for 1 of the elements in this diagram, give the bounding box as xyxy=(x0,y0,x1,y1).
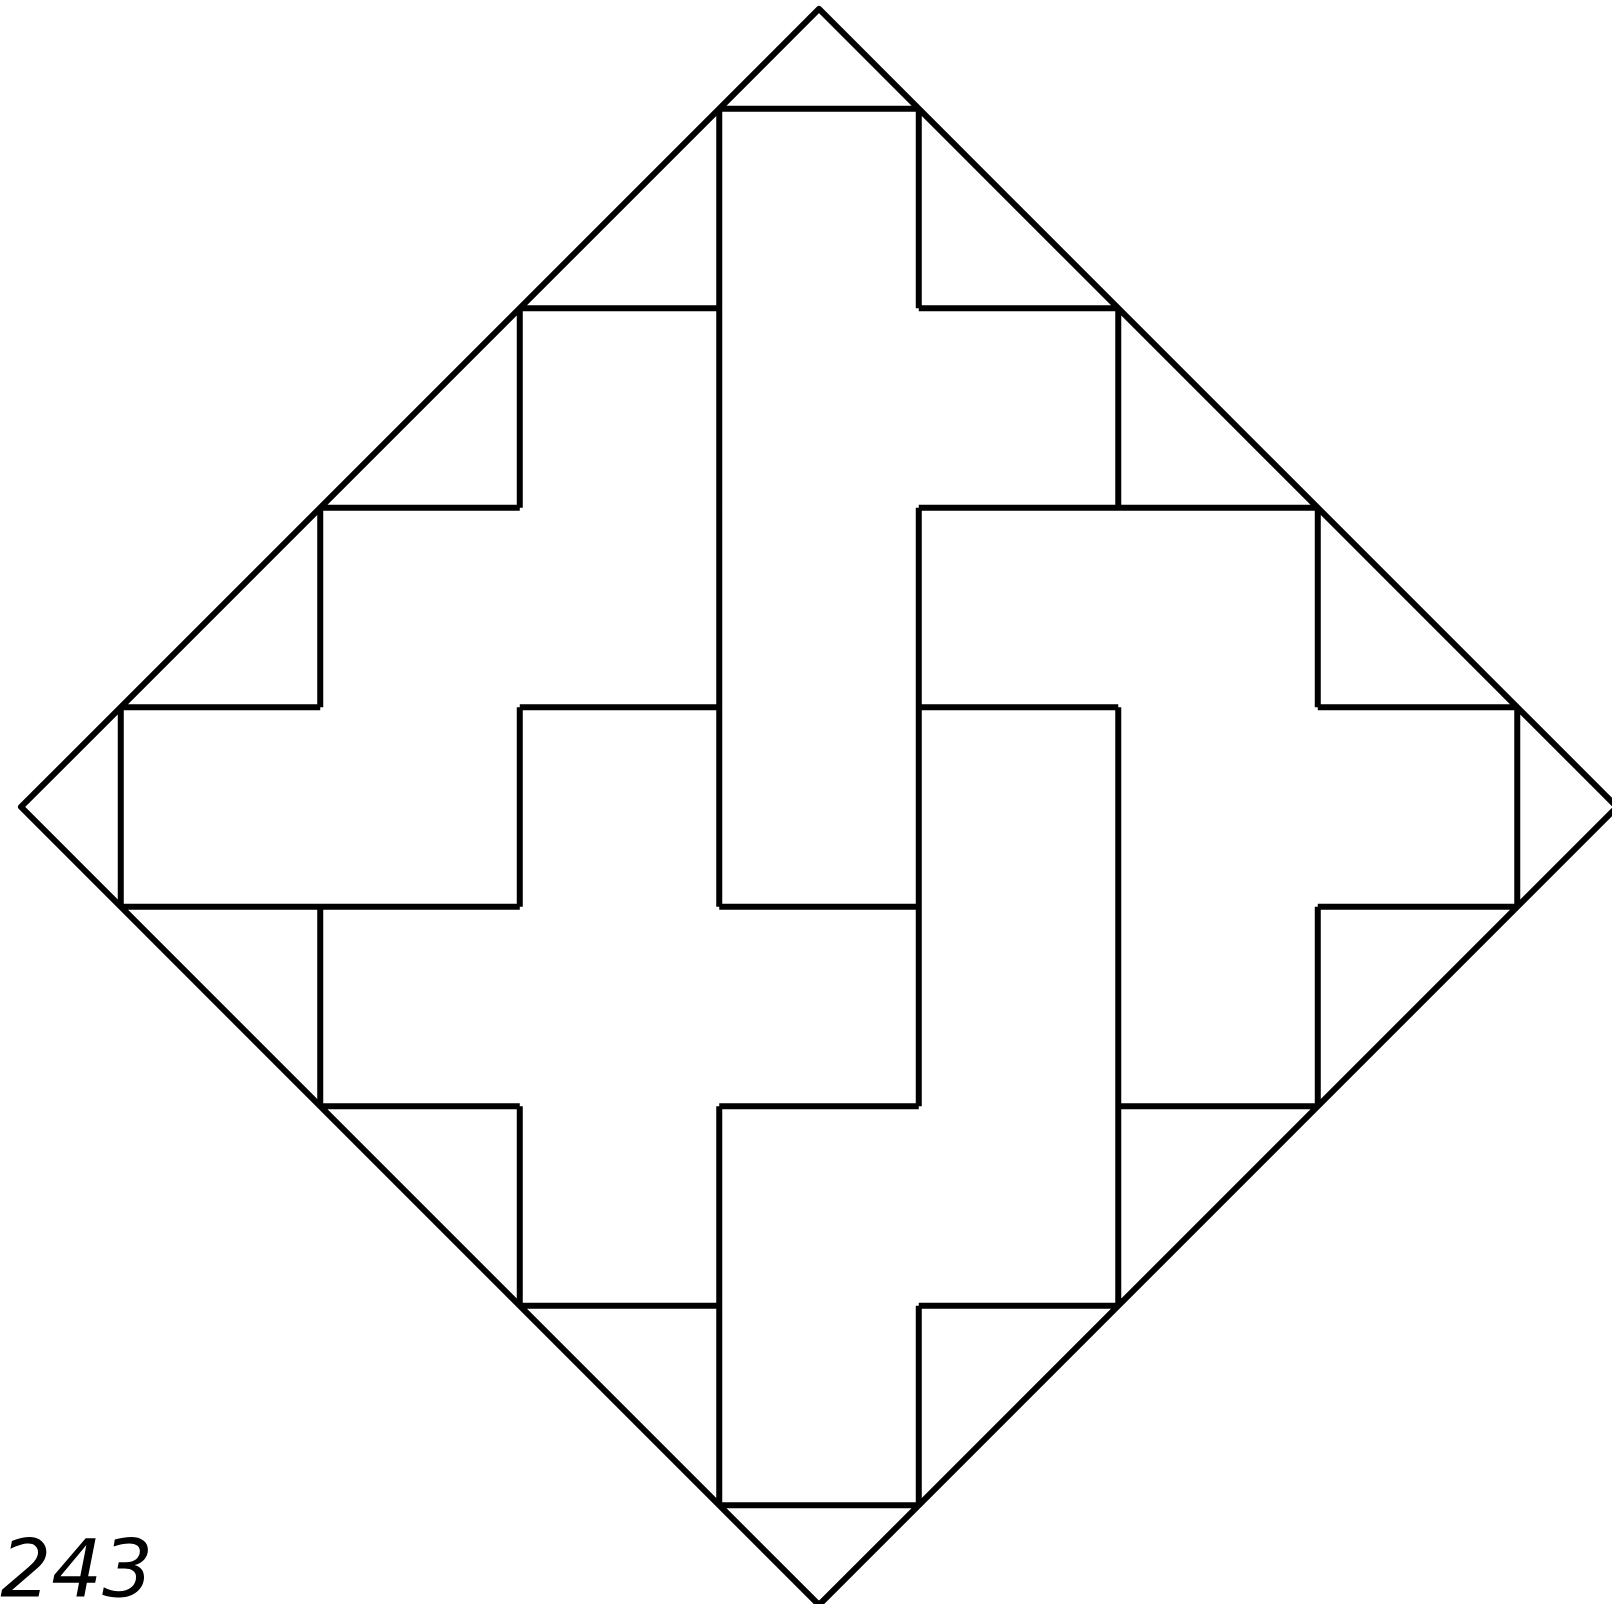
pattern-number: 243 xyxy=(0,1537,148,1598)
